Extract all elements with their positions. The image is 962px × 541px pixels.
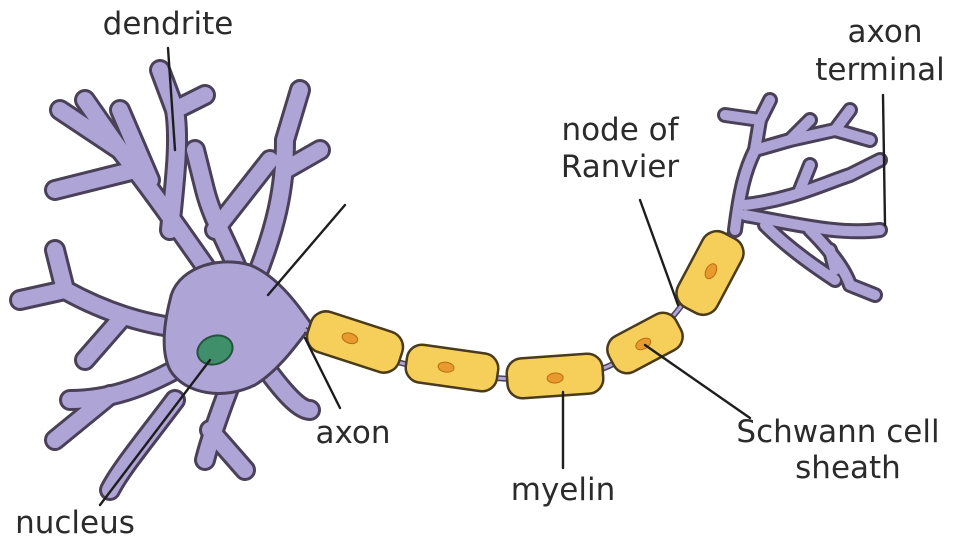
myelin-sheath <box>303 226 749 400</box>
label-nucleus: nucleus <box>15 505 135 541</box>
label-dendrite: dendrite <box>103 6 234 42</box>
schwann-leader <box>645 345 750 418</box>
label-axon-terminal-line2: terminal <box>815 52 945 88</box>
label-node-line1: node of <box>561 112 679 148</box>
label-axon: axon <box>315 415 390 451</box>
myelin-segment <box>404 343 500 393</box>
axon-terminal-leader <box>883 95 885 225</box>
label-axon-terminal-line1: axon <box>847 14 922 50</box>
axon-terminal-branches <box>725 100 880 295</box>
label-node-line2: Ranvier <box>561 149 680 185</box>
myelin-segment <box>602 308 688 379</box>
label-myelin: myelin <box>511 472 616 508</box>
node-leader <box>640 200 678 305</box>
myelin-segment <box>506 353 605 400</box>
label-schwann-line2: sheath <box>795 450 901 486</box>
label-schwann-line1: Schwann cell <box>736 414 939 450</box>
cell-body <box>164 262 312 394</box>
myelin-segment <box>671 226 749 321</box>
